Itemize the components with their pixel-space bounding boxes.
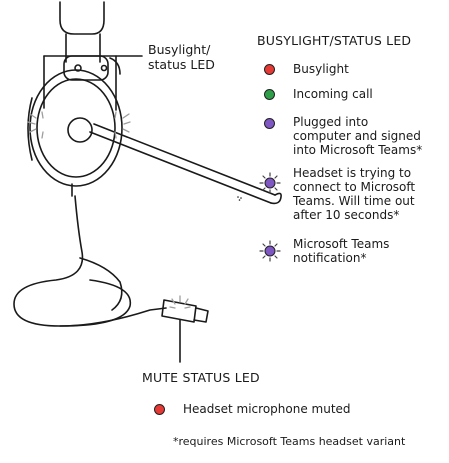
busylight-status-led-callout: Busylight/ status LED: [148, 42, 215, 72]
footnote: *requires Microsoft Teams headset varian…: [173, 435, 406, 448]
item-label: Headset microphone muted: [183, 402, 351, 416]
busylight-callout-lines: [43, 55, 143, 111]
purple-dot-icon: [264, 118, 275, 129]
headset-cable: [13, 183, 167, 327]
mic-grille: [237, 196, 242, 201]
busylight-led-glow-left: [27, 111, 44, 139]
ear-cup: [27, 69, 123, 187]
item-label: Incoming call: [293, 87, 373, 101]
item-label: Microsoft Teams notification*: [293, 237, 390, 265]
headband: [59, 1, 105, 63]
microphone-boom: [89, 123, 282, 205]
mute-section-heading: MUTE STATUS LED: [142, 370, 260, 385]
item-label: Busylight: [293, 62, 349, 76]
item-label: Headset is trying to connect to Microsof…: [293, 166, 416, 222]
busylight-section-heading: BUSYLIGHT/STATUS LED: [257, 33, 412, 48]
red-dot-icon: [154, 404, 165, 415]
mute-led-glow: [169, 295, 191, 309]
green-dot-icon: [264, 89, 275, 100]
red-dot-icon: [264, 64, 275, 75]
ear-cup-housing: [63, 55, 121, 81]
item-label: Plugged into computer and signed into Mi…: [293, 115, 423, 157]
purple-flashing-dot-icon: [259, 172, 281, 194]
purple-flashing-dot-icon: [259, 240, 281, 262]
busylight-led-glow-right: [114, 111, 131, 139]
